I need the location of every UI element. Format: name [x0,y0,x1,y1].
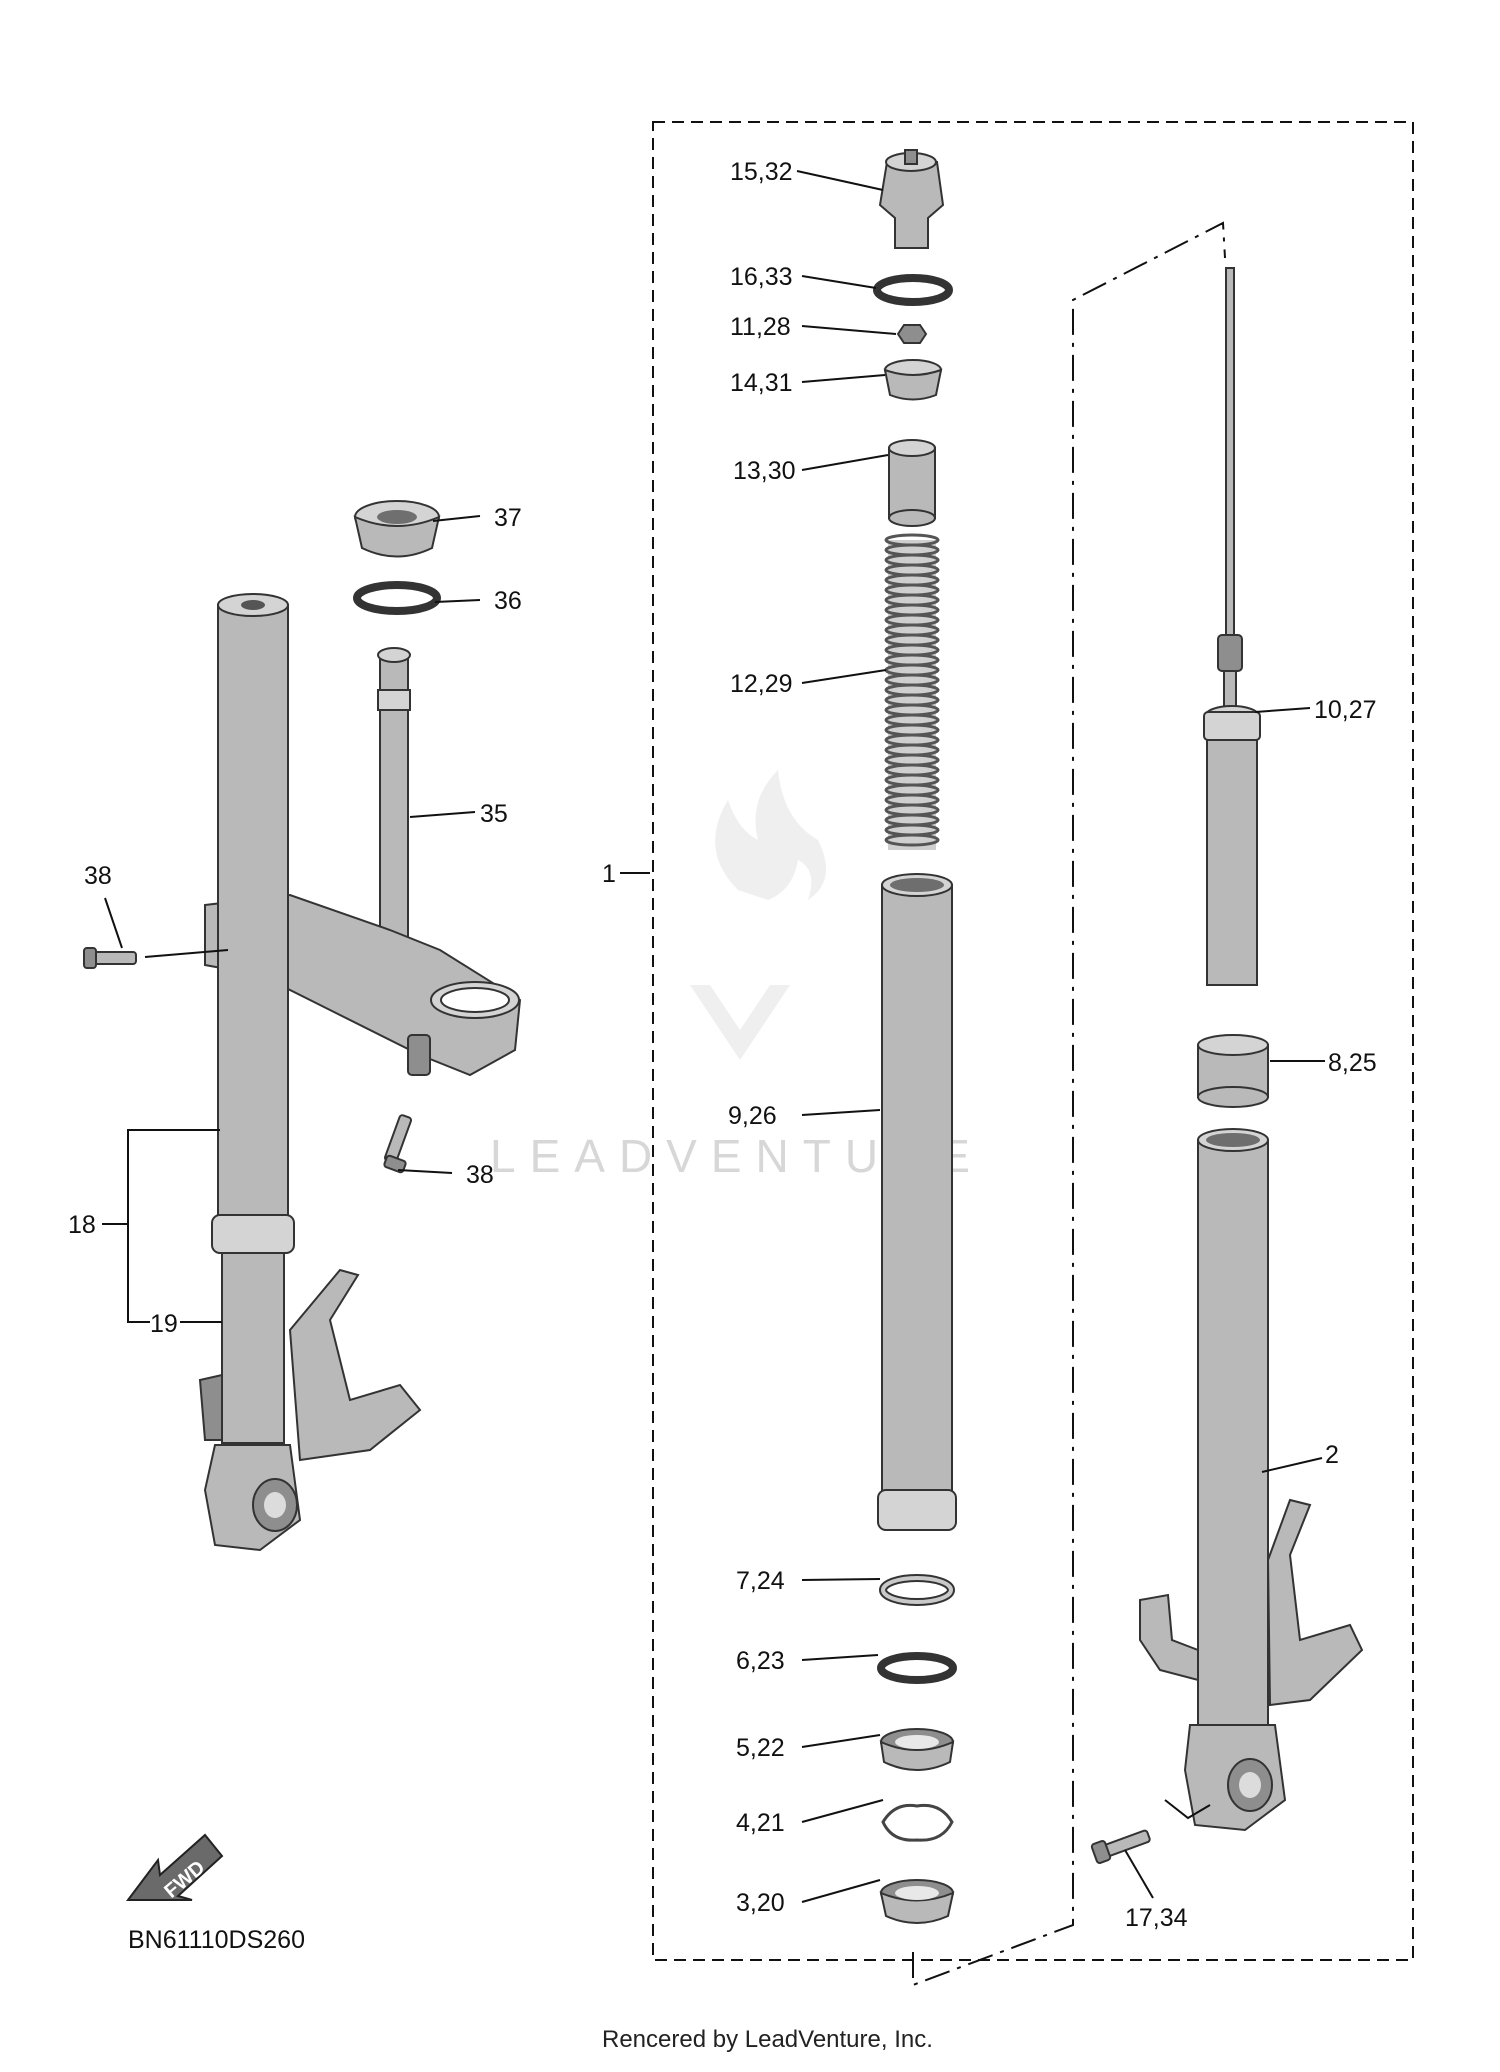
right-caliper-mount [1266,1498,1364,1707]
spring-coil [884,833,940,847]
bushing-6-23 [877,1652,957,1684]
fork-collar [211,1214,295,1254]
callout-labels: 15,32 16,33 11,28 14,31 13,30 12,29 1 9,… [68,158,1377,1932]
callout-3-20: 3,20 [736,1889,785,1917]
cap-bolt-15-32 [878,161,945,249]
callout-7-24: 7,24 [736,1567,785,1595]
callout-38-upper: 38 [84,862,112,890]
inner-tube-19 [221,1252,285,1444]
callout-37: 37 [494,504,522,532]
watermark-logo [690,770,826,1060]
callout-9-26: 9,26 [728,1102,777,1130]
callout-10-27: 10,27 [1314,696,1377,724]
callout-2: 2 [1325,1441,1339,1469]
outer-tube-9-26 [881,884,953,1506]
outer-tube-18 [217,604,289,1226]
bolt-38-upper [83,947,137,969]
center-parts-stack [873,149,957,1924]
callout-16-33: 16,33 [730,263,793,291]
callout-35: 35 [480,800,508,828]
callout-14-31: 14,31 [730,369,793,397]
nut-11-28 [896,324,928,344]
right-parts-stack [1090,267,1364,1864]
callout-5-22: 5,22 [736,1734,785,1762]
bolt-17-34 [1090,1829,1151,1864]
assembly-guide-line [912,221,1226,1987]
seal-ring-36 [353,581,441,615]
fwd-arrow-icon: FWD [126,1833,224,1903]
callout-8-25: 8,25 [1328,1049,1377,1077]
diagram-code: BN61110DS260 [128,1926,305,1954]
callout-11-28: 11,28 [730,313,791,341]
left-fork-assembly [83,500,522,1552]
leader-lines [102,170,1325,1903]
assembly-box [652,121,1414,1961]
callout-12-29: 12,29 [730,670,793,698]
o-ring-16-33 [873,274,953,306]
callout-19: 19 [150,1310,178,1338]
callout-38-lower: 38 [466,1161,494,1189]
callout-6-23: 6,23 [736,1647,785,1675]
spacer-13-30 [888,447,936,519]
fork-spring-12-29 [884,533,940,850]
callout-1: 1 [602,860,616,888]
footer-credit: Rencered by LeadVenture, Inc. [602,2026,933,2053]
callout-36: 36 [494,587,522,615]
callout-13-30: 13,30 [733,457,796,485]
callout-4-21: 4,21 [736,1809,785,1837]
cartridge-10-27 [1206,714,1258,986]
callout-17-34: 17,34 [1125,1904,1188,1932]
damper-rod [1225,267,1235,639]
bolt-38-lower [383,1114,413,1174]
caliper-mount [288,1268,422,1462]
inner-tube-2 [1197,1139,1269,1731]
circlip-4-21 [881,1803,954,1842]
callout-15-32: 15,32 [730,158,793,186]
bearing-cap-37-body [353,515,441,558]
callout-18: 18 [68,1211,96,1239]
